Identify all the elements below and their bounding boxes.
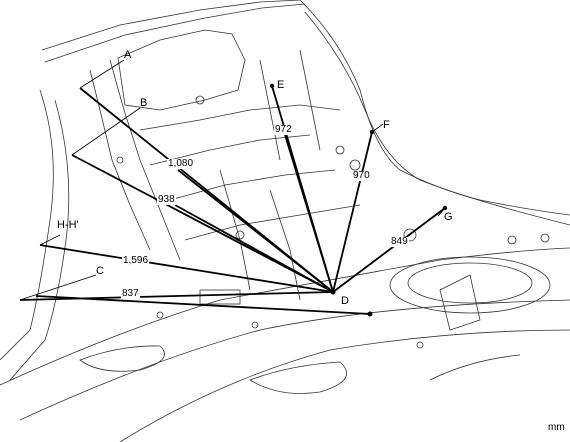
point-label-c: C <box>96 265 104 277</box>
dim-line-1080 <box>177 169 334 293</box>
point-837-end-marker <box>367 311 373 317</box>
dimension-970: 970 <box>352 170 371 181</box>
dimension-1080: 1,080 <box>167 158 195 169</box>
point-d-marker <box>330 289 336 295</box>
dim-line-f-d <box>332 131 373 293</box>
unit-label: mm <box>548 422 565 433</box>
dim-line-938 <box>174 204 334 293</box>
dimension-837: 837 <box>121 288 140 299</box>
dim-line-c-d <box>19 291 334 301</box>
point-label-hh: H-H' <box>57 219 79 231</box>
point-label-e: E <box>277 79 285 91</box>
point-label-a: A <box>124 49 132 61</box>
point-g-marker <box>442 205 448 211</box>
dimension-849: 849 <box>390 236 409 247</box>
dim-line-837 <box>35 295 371 315</box>
dimension-938: 938 <box>157 194 176 205</box>
dim-line-b-d <box>71 154 334 293</box>
dimension-1596: 1,596 <box>122 255 150 266</box>
point-f-marker <box>369 129 375 135</box>
point-label-b: B <box>140 97 148 109</box>
leader-lines <box>19 59 446 301</box>
dim-line-hh-d <box>39 244 334 293</box>
point-e-marker <box>269 83 275 89</box>
dim-line-972 <box>284 134 334 293</box>
point-label-g: G <box>444 211 453 223</box>
point-label-f: F <box>383 119 390 131</box>
dim-line-g-d <box>332 207 446 293</box>
point-label-d: D <box>341 295 349 307</box>
dimension-972: 972 <box>274 124 293 135</box>
point-markers <box>269 83 448 317</box>
dimension-lines <box>19 85 446 315</box>
